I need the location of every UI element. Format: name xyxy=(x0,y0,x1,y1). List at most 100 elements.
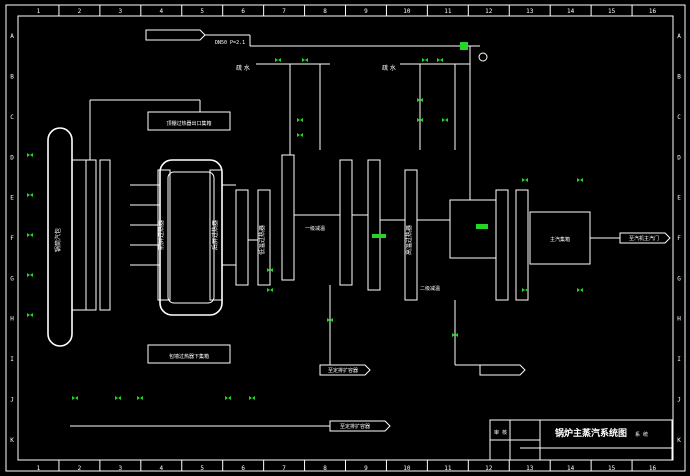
row-label-I-right: I xyxy=(677,356,681,363)
column-label-5-bottom: 5 xyxy=(200,465,204,472)
row-label-F-left: F xyxy=(10,235,14,242)
header-top-label: 顶棚过热器出口集箱 xyxy=(166,120,211,127)
valve-icon xyxy=(522,288,528,292)
review-label: 审 核 xyxy=(494,429,507,436)
row-label-K-right: K xyxy=(677,437,681,444)
outer-border xyxy=(5,4,686,472)
to-turbine-label: 至汽机主汽门 xyxy=(629,235,659,242)
column-label-8-top: 8 xyxy=(323,8,327,15)
column-label-2-bottom: 2 xyxy=(78,465,82,472)
desuper1-label: 一级减温 xyxy=(305,225,325,232)
valve-icon xyxy=(442,118,448,122)
row-label-B-right: B xyxy=(677,74,681,81)
superheater-right-label: 后屏过热器 xyxy=(211,220,219,250)
drawing-title: 锅炉主蒸汽系统图 xyxy=(554,427,627,439)
main-steam-header: 主汽集箱 至汽机主汽门 xyxy=(449,189,671,301)
to-blowdown-label: 至定排扩容器 xyxy=(340,423,370,430)
column-label-1-bottom: 1 xyxy=(37,465,41,472)
valve-icon xyxy=(297,118,303,122)
top-pipe-tag: DN50 P=2.1 xyxy=(215,40,245,46)
valve-icon xyxy=(452,333,458,337)
valve-icon xyxy=(297,133,303,137)
column-label-10-top: 10 xyxy=(403,8,411,15)
column-label-7-top: 7 xyxy=(282,8,286,15)
column-label-4-bottom: 4 xyxy=(159,465,163,472)
column-label-14-bottom: 14 xyxy=(567,465,575,472)
valve-icon xyxy=(522,178,528,182)
valve-icon xyxy=(27,233,33,237)
drain-right-label: 疏 水 xyxy=(382,64,396,72)
valve-icon xyxy=(27,193,33,197)
row-label-E-right: E xyxy=(677,195,681,202)
column-label-8-bottom: 8 xyxy=(323,465,327,472)
column-label-3-top: 3 xyxy=(119,8,123,15)
column-label-7-bottom: 7 xyxy=(282,465,286,472)
column-label-13-bottom: 13 xyxy=(526,465,534,472)
column-label-6-bottom: 6 xyxy=(241,465,245,472)
valve-icon xyxy=(417,98,423,102)
main-header-label: 主汽集箱 xyxy=(550,236,570,243)
valve-icon xyxy=(437,58,443,62)
pump-icon xyxy=(478,52,488,62)
steam-drum: 锅筒汽包 xyxy=(47,127,88,347)
row-label-D-right: D xyxy=(677,154,681,161)
row-label-H-left: H xyxy=(10,316,14,323)
column-label-11-top: 11 xyxy=(444,8,452,15)
drawing-title-suffix: 系 统 xyxy=(635,431,648,438)
row-label-K-left: K xyxy=(10,437,14,444)
valve-icon xyxy=(577,288,583,292)
row-label-G-right: G xyxy=(677,275,681,282)
valve-icon xyxy=(417,118,423,122)
desuper2-label: 二级减温 xyxy=(420,285,440,292)
row-label-I-left: I xyxy=(10,356,14,363)
valve-markers xyxy=(27,58,583,400)
column-label-6-top: 6 xyxy=(241,8,245,15)
to-atmos-label: 至定排扩容器 xyxy=(328,367,358,374)
row-label-G-left: G xyxy=(10,275,14,282)
column-label-13-top: 13 xyxy=(526,8,534,15)
inner-border xyxy=(17,15,674,461)
row-label-F-right: F xyxy=(677,235,681,242)
column-label-11-bottom: 11 xyxy=(444,465,452,472)
desuper-valve-icon xyxy=(372,234,386,238)
valve-icon xyxy=(27,313,33,317)
valve-icon xyxy=(115,396,121,400)
grid-reference-labels: 1122334455667788991010111112121313141415… xyxy=(10,5,681,472)
top-valve-icon xyxy=(460,42,468,50)
valve-icon xyxy=(267,268,273,272)
valve-icon xyxy=(137,396,143,400)
valve-icon xyxy=(302,58,308,62)
row-label-E-left: E xyxy=(10,195,14,202)
column-label-16-bottom: 16 xyxy=(649,465,657,472)
row-label-A-right: A xyxy=(677,33,681,40)
column-label-12-bottom: 12 xyxy=(485,465,493,472)
column-label-15-bottom: 15 xyxy=(608,465,616,472)
row-label-J-right: J xyxy=(677,396,681,403)
column-label-4-top: 4 xyxy=(159,8,163,15)
hightemp-sh-label: 高温过热器 xyxy=(405,225,413,255)
header-bottom-label: 包墙过热器下集箱 xyxy=(169,353,209,360)
center-headers: 低温过热器 高温过热器 一级减温 二级减温 xyxy=(235,154,450,301)
row-label-H-right: H xyxy=(677,316,681,323)
drain-lines: 疏 水 疏 水 xyxy=(236,46,471,200)
column-label-9-bottom: 9 xyxy=(364,465,368,472)
row-label-J-left: J xyxy=(10,396,14,403)
valve-icon xyxy=(249,396,255,400)
valve-icon xyxy=(27,153,33,157)
left-headers xyxy=(85,99,201,311)
column-label-1-top: 1 xyxy=(37,8,41,15)
row-label-A-left: A xyxy=(10,33,14,40)
column-label-5-top: 5 xyxy=(200,8,204,15)
row-label-B-left: B xyxy=(10,74,14,81)
drum-label: 锅筒汽包 xyxy=(54,228,62,252)
valve-icon xyxy=(275,58,281,62)
column-label-15-top: 15 xyxy=(608,8,616,15)
column-label-9-top: 9 xyxy=(364,8,368,15)
column-label-12-top: 12 xyxy=(485,8,493,15)
header-valve-icon xyxy=(476,224,488,229)
column-label-16-top: 16 xyxy=(649,8,657,15)
lowtemp-sh-label: 低温过热器 xyxy=(258,225,266,255)
column-label-10-bottom: 10 xyxy=(403,465,411,472)
